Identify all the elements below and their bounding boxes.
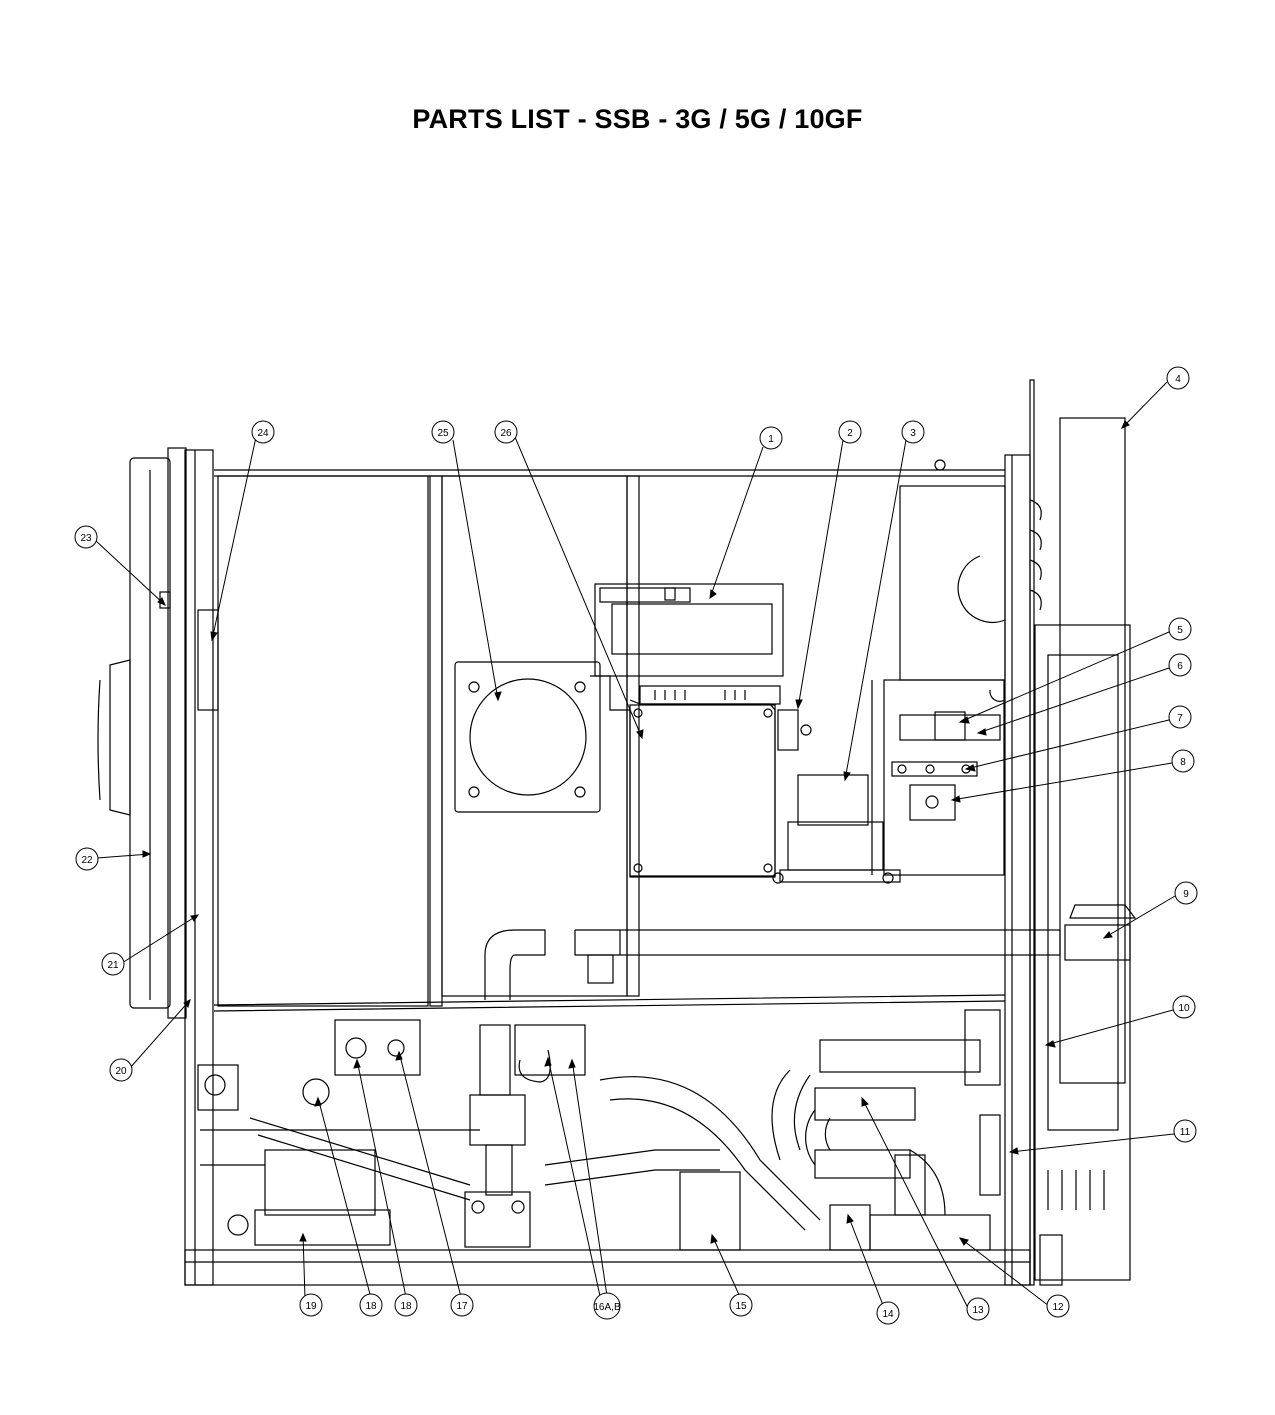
callout-label: 24: [257, 428, 269, 439]
callout-label: 10: [1178, 1003, 1190, 1014]
electrical-box: [871, 459, 1006, 876]
callout-label: 20: [115, 1066, 127, 1077]
callout-12: 12: [1046, 1294, 1070, 1318]
relay-bracket: [777, 709, 812, 751]
callout-label: 9: [1183, 889, 1189, 900]
callout-7: 7: [1168, 705, 1192, 729]
callout-label: 7: [1177, 713, 1183, 724]
callout-label: 1: [768, 434, 774, 445]
callout-16ab: 16A,B: [593, 1292, 621, 1320]
control-module: [590, 583, 784, 878]
callout-label: 22: [81, 855, 93, 866]
upper-pipe: [484, 904, 1137, 1000]
callout-label: 13: [972, 1305, 984, 1316]
fan-plate: [454, 661, 601, 813]
lower-plumbing: [197, 1009, 1001, 1251]
side-panel: [1029, 379, 1131, 1286]
callout-label: 16A,B: [593, 1302, 621, 1313]
callout-18a: 18: [359, 1293, 383, 1317]
callout-1: 1: [759, 426, 783, 450]
callout-23: 23: [74, 525, 98, 549]
callout-balloons: 1 2 3 4 5 6 7 8 9 10 11 12 13 14 15 16A,…: [74, 366, 1198, 1325]
callout-20: 20: [109, 1058, 133, 1082]
callout-26: 26: [494, 420, 518, 444]
callout-label: 2: [847, 428, 853, 439]
callout-11: 11: [1173, 1119, 1197, 1143]
callout-label: 11: [1180, 1127, 1191, 1138]
callout-label: 23: [80, 533, 92, 544]
chamber-body: [197, 475, 640, 1007]
callout-13: 13: [966, 1297, 990, 1321]
callout-21: 21: [101, 952, 125, 976]
callout-label: 18: [400, 1301, 412, 1312]
callout-label: 14: [882, 1309, 894, 1320]
callout-2: 2: [838, 420, 862, 444]
callout-label: 21: [107, 960, 119, 971]
door-panel: [97, 447, 187, 1019]
page-title: PARTS LIST - SSB - 3G / 5G / 10GF: [412, 104, 863, 134]
callout-24: 24: [251, 420, 275, 444]
callout-label: 17: [456, 1301, 468, 1312]
callout-label: 15: [735, 1301, 747, 1312]
callout-18b: 18: [394, 1293, 418, 1317]
callout-17: 17: [450, 1293, 474, 1317]
callout-10: 10: [1172, 995, 1196, 1019]
callout-25: 25: [431, 420, 455, 444]
callout-label: 25: [437, 428, 449, 439]
callout-label: 3: [910, 428, 916, 439]
callout-4: 4: [1166, 366, 1190, 390]
leader-lines: [94, 381, 1176, 1314]
cabinet-frame: [184, 449, 1031, 1286]
callout-label: 26: [500, 428, 512, 439]
callout-9: 9: [1174, 881, 1198, 905]
callout-label: 5: [1177, 625, 1183, 636]
callout-3: 3: [901, 420, 925, 444]
callout-22: 22: [75, 847, 99, 871]
callout-5: 5: [1168, 617, 1192, 641]
callout-label: 12: [1052, 1302, 1064, 1313]
callout-label: 18: [365, 1301, 377, 1312]
callout-label: 4: [1175, 374, 1181, 385]
callout-14: 14: [876, 1301, 900, 1325]
callout-8: 8: [1171, 749, 1195, 773]
callout-15: 15: [729, 1293, 753, 1317]
callout-label: 19: [305, 1301, 317, 1312]
callout-label: 6: [1177, 661, 1183, 672]
callout-label: 8: [1180, 757, 1186, 768]
transformer: [772, 774, 901, 884]
callout-19: 19: [299, 1293, 323, 1317]
callout-6: 6: [1168, 653, 1192, 677]
